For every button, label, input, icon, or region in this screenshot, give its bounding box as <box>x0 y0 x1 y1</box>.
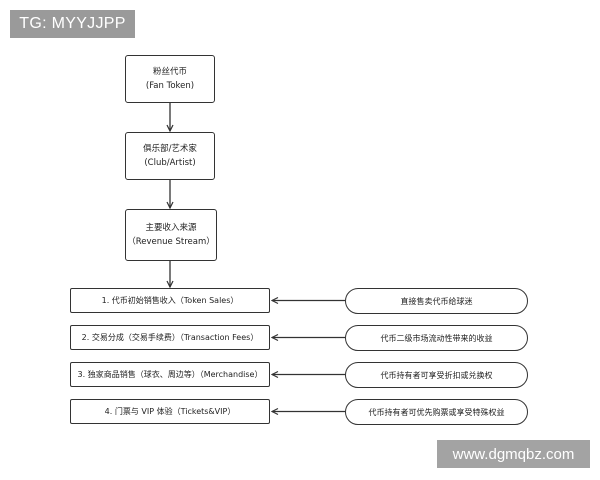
revenue-item-merchandise: 3. 独家商品销售（球衣、周边等）（Merchandise） <box>70 362 270 387</box>
watermark-bottom-right: www.dgmqbz.com <box>437 440 590 468</box>
revenue-item-token-sales: 1. 代币初始销售收入（Token Sales） <box>70 288 270 313</box>
node-revenue-stream-subtitle: （Revenue Stream） <box>127 237 215 247</box>
note-tickets-vip: 代币持有者可优先购票或享受特殊权益 <box>345 399 528 425</box>
node-club-artist-title: 俱乐部/艺术家 <box>143 144 197 154</box>
node-fan-token-subtitle: (Fan Token) <box>145 81 195 91</box>
revenue-item-transaction-fees: 2. 交易分成（交易手续费）（Transaction Fees） <box>70 325 270 350</box>
node-fan-token-title: 粉丝代币 <box>152 67 187 77</box>
revenue-item-tickets-vip: 4. 门票与 VIP 体验（Tickets&VIP） <box>70 399 270 424</box>
node-revenue-stream: 主要收入来源 （Revenue Stream） <box>125 209 217 261</box>
node-revenue-stream-title: 主要收入来源 <box>145 223 197 233</box>
node-fan-token: 粉丝代币 (Fan Token) <box>125 55 215 103</box>
note-merchandise: 代币持有者可享受折扣或兑换权 <box>345 362 528 388</box>
watermark-top-left: TG: MYYJJPP <box>10 10 135 38</box>
note-transaction-fees: 代币二级市场流动性带来的收益 <box>345 325 528 351</box>
node-club-artist-subtitle: (Club/Artist) <box>144 158 196 168</box>
node-club-artist: 俱乐部/艺术家 (Club/Artist) <box>125 132 215 180</box>
note-token-sales: 直接售卖代币给球迷 <box>345 288 528 314</box>
